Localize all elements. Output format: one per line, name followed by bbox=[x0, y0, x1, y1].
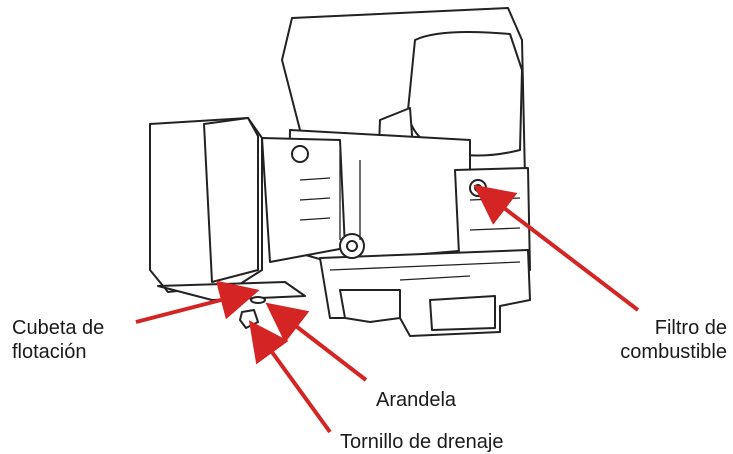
block-detail-lines bbox=[339, 150, 361, 240]
washer-arrow bbox=[265, 302, 368, 382]
fuel-filter-label-line2: combustible bbox=[620, 341, 727, 363]
float-bowl-label-line1: Cubeta de bbox=[12, 317, 105, 339]
base-foot-right bbox=[429, 295, 496, 331]
float-bowl-arrow bbox=[135, 280, 260, 324]
washer-label: Arandela bbox=[376, 389, 457, 411]
float-bowl-label: Cubeta de flotación bbox=[12, 316, 104, 364]
fuel-filter-arrow bbox=[473, 184, 640, 312]
carburetor-detail-lines bbox=[299, 177, 331, 221]
float-bowl-label-line2: flotación bbox=[12, 341, 87, 363]
drain-screw-arrow bbox=[248, 320, 332, 434]
base-foot-left bbox=[339, 289, 401, 323]
drain-screw-part bbox=[239, 309, 259, 329]
carburetor-knob bbox=[291, 145, 309, 163]
base-detail-lines bbox=[329, 261, 521, 281]
drain-screw-label: Tornillo de drenaje bbox=[340, 431, 504, 453]
fuel-filter-bolt-center bbox=[474, 184, 482, 192]
fuel-filter-label-line1: Filtro de bbox=[654, 317, 727, 339]
air-filter-cover-side bbox=[203, 117, 259, 283]
shroud bbox=[407, 31, 523, 157]
carburetor-fitting-center bbox=[346, 240, 358, 252]
fuel-filter-label: Filtro de combustible bbox=[620, 316, 727, 364]
washer-part bbox=[250, 296, 266, 304]
